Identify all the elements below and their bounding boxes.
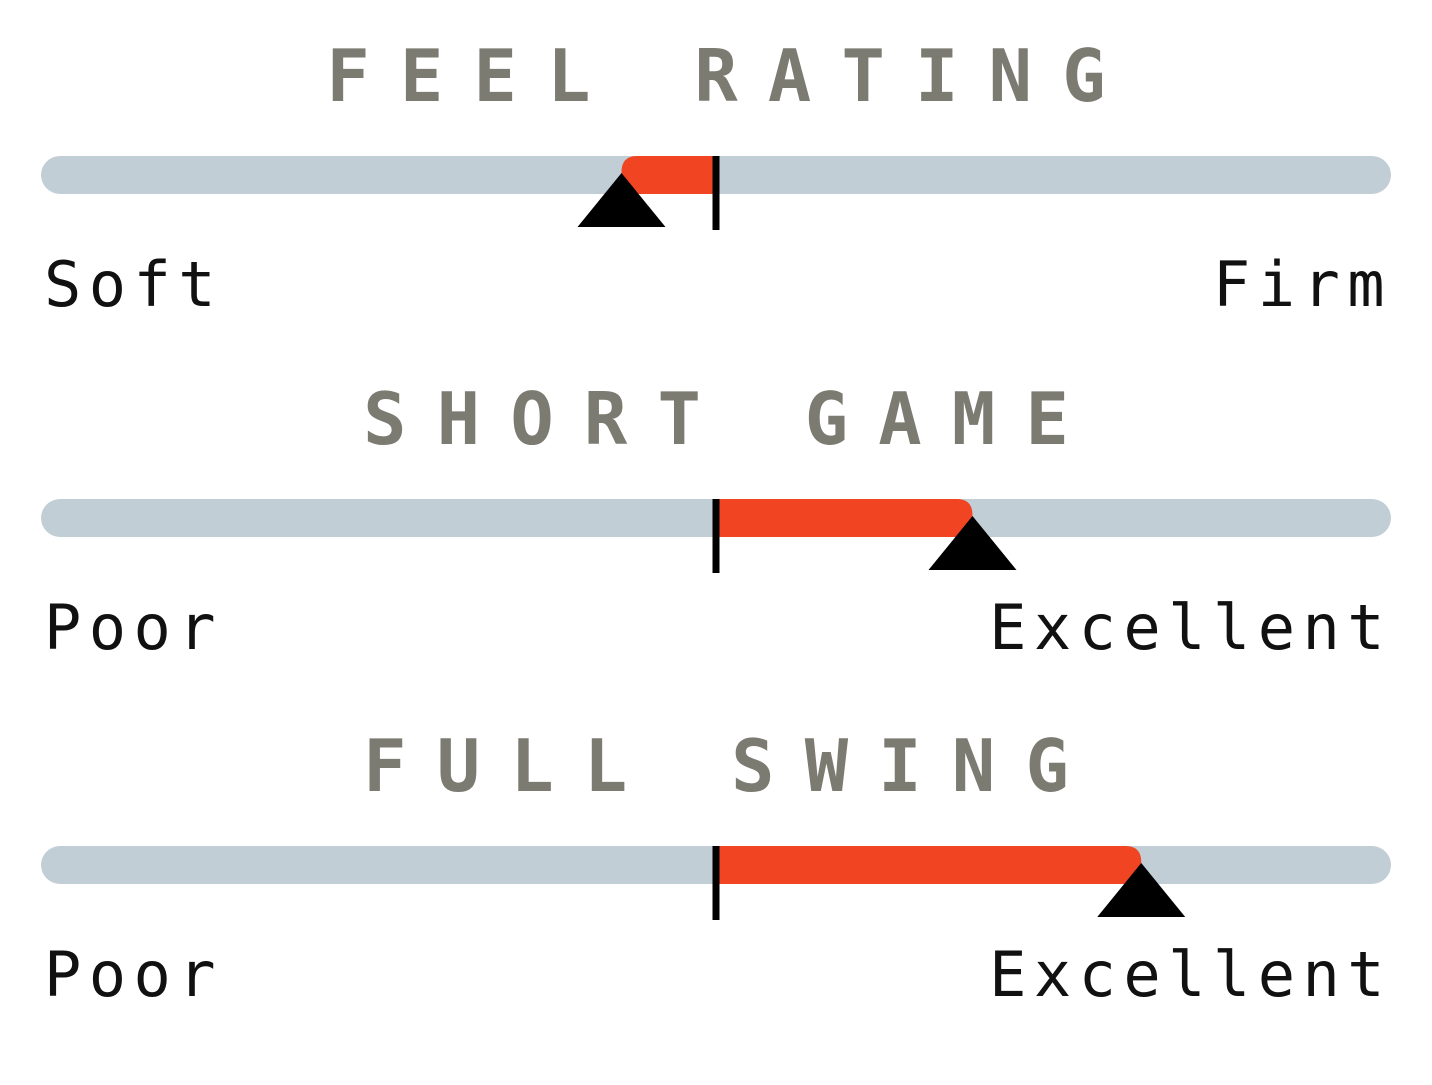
value-marker	[1097, 863, 1186, 917]
meter-title: FULL SWING	[363, 724, 1100, 808]
value-fill	[716, 846, 1142, 884]
meter-scale	[41, 499, 1391, 573]
meter-scale	[41, 156, 1391, 230]
right-end-label: Excellent	[989, 938, 1392, 1011]
left-end-label: Poor	[44, 591, 224, 664]
center-tick	[712, 499, 720, 573]
meter-feel-rating: FEEL RATING Soft Firm	[0, 28, 1432, 368]
meter-title: SHORT GAME	[363, 377, 1100, 461]
center-tick	[712, 156, 720, 230]
meter-full-swing: FULL SWING Poor Excellent	[0, 718, 1432, 1058]
meter-scale	[41, 846, 1391, 920]
value-marker	[577, 173, 666, 227]
left-end-label: Soft	[44, 248, 224, 321]
value-fill	[621, 156, 716, 194]
center-tick	[712, 846, 720, 920]
right-end-label: Excellent	[989, 591, 1392, 664]
meter-short-game: SHORT GAME Poor Excellent	[0, 371, 1432, 711]
value-marker	[928, 516, 1017, 570]
meter-title: FEEL RATING	[326, 34, 1136, 118]
left-end-label: Poor	[44, 938, 224, 1011]
right-end-label: Firm	[1212, 248, 1392, 321]
value-fill	[716, 499, 973, 537]
